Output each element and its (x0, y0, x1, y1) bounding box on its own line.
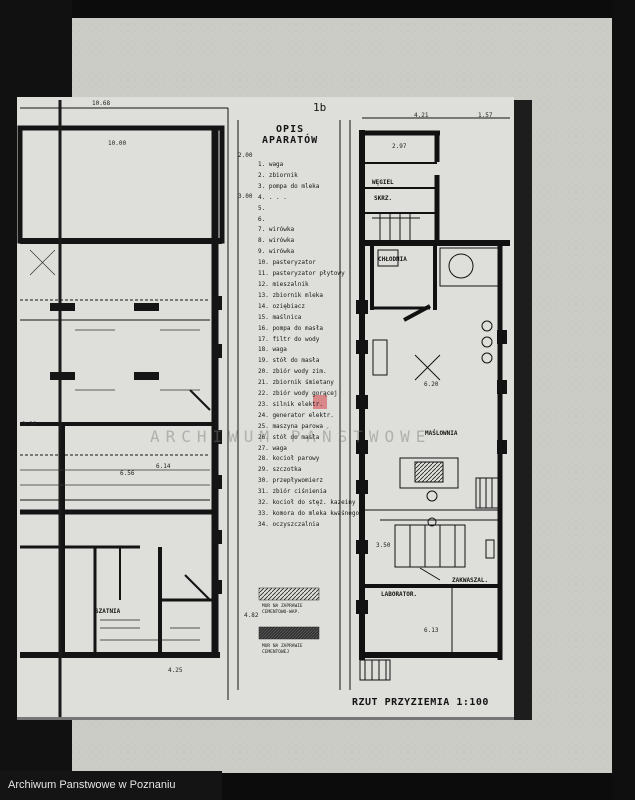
legend-title: OPIS APARATÓW (262, 124, 318, 146)
legend-item: 14. oziębiacz (258, 302, 305, 310)
dimension-label: 6.14 (156, 463, 171, 470)
equipment-legend-list: 1. waga 2. zbiornik 3. pompa do mleka 4.… (258, 160, 359, 531)
room-label-acidification: ZAKWASZAL. (452, 577, 489, 584)
legend-item: 26. stół do masła (258, 433, 320, 441)
legend-item: 5. (258, 204, 266, 212)
legend-item: 2. zbiornik (258, 171, 298, 179)
legend-item: 32. kocioł do stęż. kazeiny (258, 499, 356, 507)
legend-item: 22. zbiór wody gorącej (258, 390, 338, 398)
dimension-label: 6.20 (424, 381, 439, 388)
legend-item: 6. (258, 215, 266, 223)
room-label-coal: WĘGIEL (372, 179, 394, 186)
legend-item: 21. zbiornik śmietany (258, 379, 334, 387)
legend-item: 33. komora do mleka kwaśnego (258, 510, 360, 517)
room-label-box: SKRZ. (374, 195, 393, 202)
dimension-label: 2.97 (392, 143, 407, 150)
legend-item: 16. pompa do masła (258, 324, 324, 332)
dimension-label: 3.00 (238, 193, 253, 200)
legend-item: 12. mieszalnik (258, 280, 309, 288)
legend-item: 25. maszyna parowa (258, 422, 324, 430)
dimension-label: 1.57 (478, 112, 493, 119)
legend-item: 20. zbiór wody zim. (258, 368, 327, 376)
legend-title-line1: OPIS (276, 124, 305, 135)
archive-watermark: ARCHIWUM PAŃSTWOWE (150, 427, 432, 446)
legend-title-line2: APARATÓW (262, 135, 319, 146)
legend-item: 8. wirówka (258, 237, 295, 245)
legend-item: 7. wirówka (258, 226, 295, 234)
legend-item: 13. zbiornik mleka (258, 291, 324, 299)
dimension-label: 10.68 (92, 100, 111, 107)
dimension-label: 4.21 (414, 112, 429, 119)
legend-item: 3. pompa do mleka (258, 182, 320, 190)
legend-item: 9. wirówka (258, 248, 295, 256)
legend-item: 29. szczotka (258, 466, 302, 474)
legend-item: 4. . . . (258, 193, 287, 201)
legend-item: 15. maślnica (258, 313, 302, 321)
legend-item: 23. silnik elektr. (258, 400, 324, 408)
room-label-laboratory: LABORATOR. (381, 591, 418, 598)
legend-item: 10. pasteryzator (258, 259, 316, 267)
room-label-cold-room: CHŁODNIA (378, 256, 407, 263)
legend-item: 24. generator elektr. (258, 411, 334, 419)
hatch-legend-label-lime-mortar: MUR NA ZAPRAWIE CEMENTOWO-WAP. (262, 604, 303, 615)
legend-item: 28. kocioł parowy (258, 455, 320, 463)
dimension-label: 3.50 (376, 542, 391, 549)
dimension-label: 6.56 (120, 470, 135, 477)
legend-item: 30. przepływomierz (258, 477, 324, 485)
dimension-label: 2.00 (238, 152, 253, 159)
legend-item: 1. waga (258, 161, 284, 168)
legend-item: 34. oczyszczalnia (258, 520, 320, 528)
dimension-label: 3.20 (22, 421, 37, 428)
dimension-label: 10.00 (108, 140, 127, 147)
room-label-butter-room: MAŚLOWNIA (425, 430, 458, 437)
legend-item: 27. waga (258, 444, 287, 452)
dimension-label: 4.25 (168, 667, 183, 674)
legend-item: 17. filtr do wody (258, 335, 320, 343)
dimension-label: 4.82 (244, 612, 259, 619)
page-number: 1b (313, 101, 327, 114)
legend-item: 18. waga (258, 346, 287, 354)
legend-item: 19. stół do masła (258, 357, 320, 365)
plan-title: RZUT PRZYZIEMIA 1:100 (352, 697, 489, 708)
legend-item: 11. pasteryzator płytowy (258, 270, 345, 278)
hatch-legend-label-cement-mortar: MUR NA ZAPRAWIE CEMENTOWEJ (262, 644, 303, 655)
room-label-wardrobe: SZATNIA (95, 608, 121, 615)
legend-item: 31. zbiór ciśnienia (258, 488, 327, 496)
archive-caption: Archiwum Panstwowe w Poznaniu (0, 771, 222, 800)
dimension-label: 6.13 (424, 627, 439, 634)
